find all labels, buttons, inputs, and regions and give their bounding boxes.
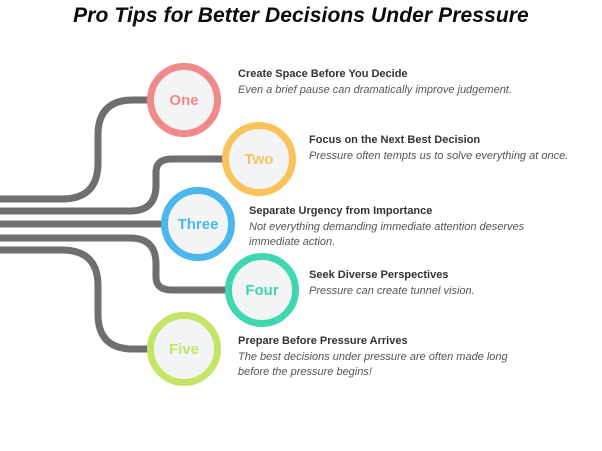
step-circle-five: Five: [147, 312, 221, 386]
tip-heading: Focus on the Next Best Decision: [309, 134, 481, 146]
tip-five: Prepare Before Pressure Arrives The best…: [238, 334, 523, 380]
step-label-three: Three: [177, 215, 219, 233]
connector-line-five: [0, 246, 154, 353]
step-label-one: One: [169, 91, 199, 109]
connector-line-one: [0, 96, 154, 203]
tip-description: Even a brief pause can dramatically impr…: [238, 84, 512, 96]
step-circle-one: One: [147, 63, 221, 137]
step-label-five: Five: [168, 340, 199, 358]
connector-line-two: [0, 155, 229, 215]
tip-four: Seek Diverse Perspectives Pressure can c…: [309, 268, 569, 299]
connector-line-four: [0, 234, 232, 294]
tip-heading: Create Space Before You Decide: [238, 68, 408, 80]
tip-description: Not everything demanding immediate atten…: [249, 221, 525, 248]
step-label-two: Two: [244, 150, 274, 168]
page-title: Pro Tips for Better Decisions Under Pres…: [73, 4, 529, 27]
tip-description: The best decisions under pressure are of…: [238, 351, 508, 378]
step-label-four: Four: [245, 281, 279, 299]
tip-heading: Separate Urgency from Importance: [249, 205, 433, 217]
tip-heading: Prepare Before Pressure Arrives: [238, 335, 408, 347]
step-circle-two: Two: [222, 122, 296, 196]
tip-description: Pressure often tempts us to solve everyt…: [309, 150, 569, 162]
tip-heading: Seek Diverse Perspectives: [309, 269, 449, 281]
tip-description: Pressure can create tunnel vision.: [309, 285, 475, 297]
step-circle-three: Three: [161, 187, 235, 261]
tip-three: Separate Urgency from Importance Not eve…: [249, 204, 539, 250]
tip-two: Focus on the Next Best Decision Pressure…: [309, 133, 589, 164]
tip-one: Create Space Before You Decide Even a br…: [238, 67, 568, 98]
step-circle-four: Four: [225, 253, 299, 327]
